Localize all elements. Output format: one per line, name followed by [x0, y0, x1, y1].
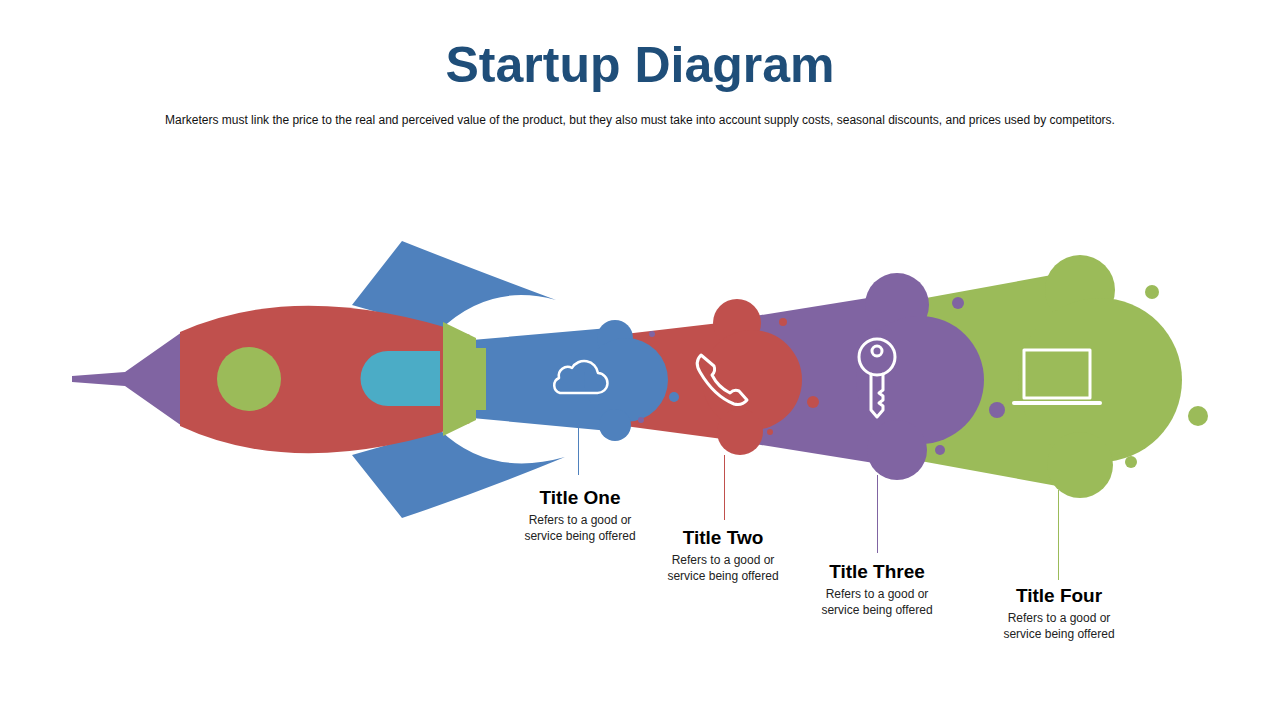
- rocket-capsule: [361, 351, 441, 406]
- rocket-body: [180, 306, 470, 454]
- slide-title: Startup Diagram: [0, 36, 1280, 94]
- leader-line: [1058, 490, 1059, 580]
- step-title: Title Four: [979, 585, 1139, 607]
- step-title: Title Two: [643, 527, 803, 549]
- leader-line: [877, 475, 878, 553]
- cloud-icon: [554, 361, 607, 393]
- step-description: Refers to a good or service being offere…: [658, 552, 788, 584]
- exhaust-cloud: [472, 320, 668, 441]
- step-title: Title One: [500, 487, 660, 509]
- rocket-nozzle: [443, 322, 476, 436]
- key-icon: [859, 339, 895, 417]
- slide-caption: Marketers must link the price to the rea…: [0, 113, 1280, 127]
- step-description: Refers to a good or service being offere…: [812, 586, 942, 618]
- laptop-icon: [1014, 350, 1100, 403]
- rocket-nose: [72, 332, 182, 426]
- rocket: [72, 241, 565, 518]
- phone-icon: [697, 355, 747, 405]
- rocket-nozzle: [476, 348, 486, 410]
- step-callout: Title ThreeRefers to a good or service b…: [797, 561, 957, 618]
- step-title: Title Three: [797, 561, 957, 583]
- step-callout: Title TwoRefers to a good or service bei…: [643, 527, 803, 584]
- rocket-window: [217, 347, 281, 411]
- step-callout: Title FourRefers to a good or service be…: [979, 585, 1139, 642]
- leader-line: [578, 425, 579, 475]
- leader-line: [724, 455, 725, 520]
- step-description: Refers to a good or service being offere…: [515, 512, 645, 544]
- step-callout: Title OneRefers to a good or service bei…: [500, 487, 660, 544]
- step-description: Refers to a good or service being offere…: [994, 610, 1124, 642]
- decor-dots: [638, 285, 1208, 468]
